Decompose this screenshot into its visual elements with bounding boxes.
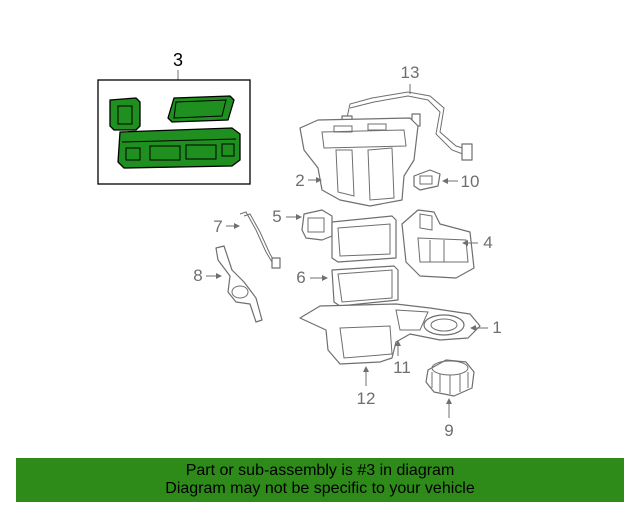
part-5-actuator[interactable] [301,209,333,241]
info-banner: Part or sub-assembly is #3 in diagram Di… [16,458,624,502]
part-7-cable[interactable] [239,211,281,269]
callout-9[interactable]: 9 [444,421,453,440]
callout-1[interactable]: 1 [492,318,501,337]
callout-6[interactable]: 6 [296,268,305,287]
callout-8-arrow [216,273,222,279]
parts-diagram: 3 13 2 10 [97,50,502,440]
part-9-blower-motor[interactable] [425,359,475,397]
callout-12-arrow [363,366,369,372]
callout-2[interactable]: 2 [295,171,304,190]
callout-7[interactable]: 7 [213,217,222,236]
callout-11[interactable]: 11 [393,358,411,377]
banner-line-1: Part or sub-assembly is #3 in diagram [185,462,455,479]
part-8-bracket[interactable] [215,245,263,323]
callout-10-arrow [442,178,448,184]
callout-4[interactable]: 4 [483,233,492,252]
part-1-lower-case[interactable] [299,303,481,365]
callout-13[interactable]: 13 [401,63,420,82]
callout-8[interactable]: 8 [193,266,202,285]
part-4-door-housing[interactable] [401,209,475,279]
callout-7-arrow [234,223,240,229]
callout-1-arrow [470,325,476,331]
evaporator-core [331,215,397,263]
callout-10[interactable]: 10 [461,172,480,191]
callout-12[interactable]: 12 [357,389,376,408]
callout-3[interactable]: 3 [173,50,183,70]
callout-5-arrow [296,214,302,220]
part-6-heater-core[interactable] [331,265,399,307]
callout-6-arrow [322,275,328,281]
part-3-control-panel[interactable] [109,95,241,169]
part-10-sensor[interactable] [413,169,441,191]
callout-9-arrow [446,398,452,404]
callout-11-arrow [395,340,401,346]
banner-line-2: Diagram may not be specific to your vehi… [165,480,475,497]
part-2-upper-case[interactable] [299,117,419,207]
callout-5[interactable]: 5 [272,207,281,226]
callout-2-arrow [316,177,322,183]
callout-4-arrow [462,240,468,246]
